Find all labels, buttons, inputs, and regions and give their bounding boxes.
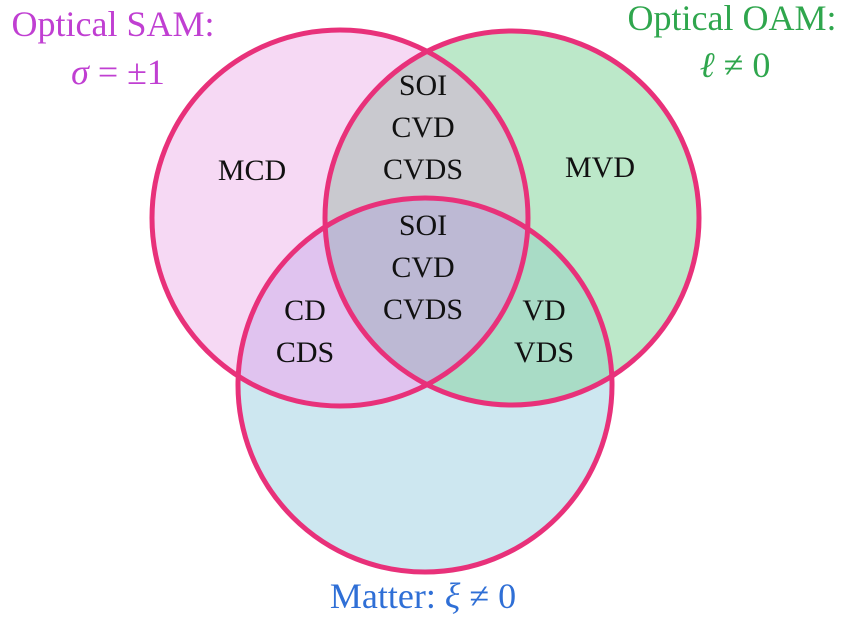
- sam-condition: σ = ±1: [71, 52, 165, 92]
- region-all-line-2: CVD: [391, 251, 454, 284]
- oam-condition: ℓ ≠ 0: [700, 45, 771, 85]
- region-oam-only-label: MVD: [565, 151, 635, 184]
- matter-title: Matter: ξ ≠ 0: [330, 576, 516, 616]
- oam-title: Optical OAM:: [628, 0, 837, 38]
- oam-circle-outline: [322, 28, 702, 408]
- sam-title: Optical SAM:: [12, 4, 215, 44]
- sam-circle-outline: [149, 27, 531, 409]
- region-sam-oam-line-1: SOI: [399, 69, 447, 102]
- region-sam-matter-line-2: CDS: [276, 336, 334, 369]
- region-sam-only-label: MCD: [218, 154, 286, 187]
- region-oam-matter-line-2: VDS: [514, 336, 574, 369]
- region-all-line-3: CVDS: [383, 293, 463, 326]
- region-sam-oam-line-3: CVDS: [383, 153, 463, 186]
- region-oam-matter-line-1: VD: [522, 294, 565, 327]
- region-sam-oam-line-2: CVD: [391, 111, 454, 144]
- region-all-line-1: SOI: [399, 209, 447, 242]
- region-sam-matter-line-1: CD: [284, 294, 326, 327]
- matter-circle-outline: [235, 195, 615, 575]
